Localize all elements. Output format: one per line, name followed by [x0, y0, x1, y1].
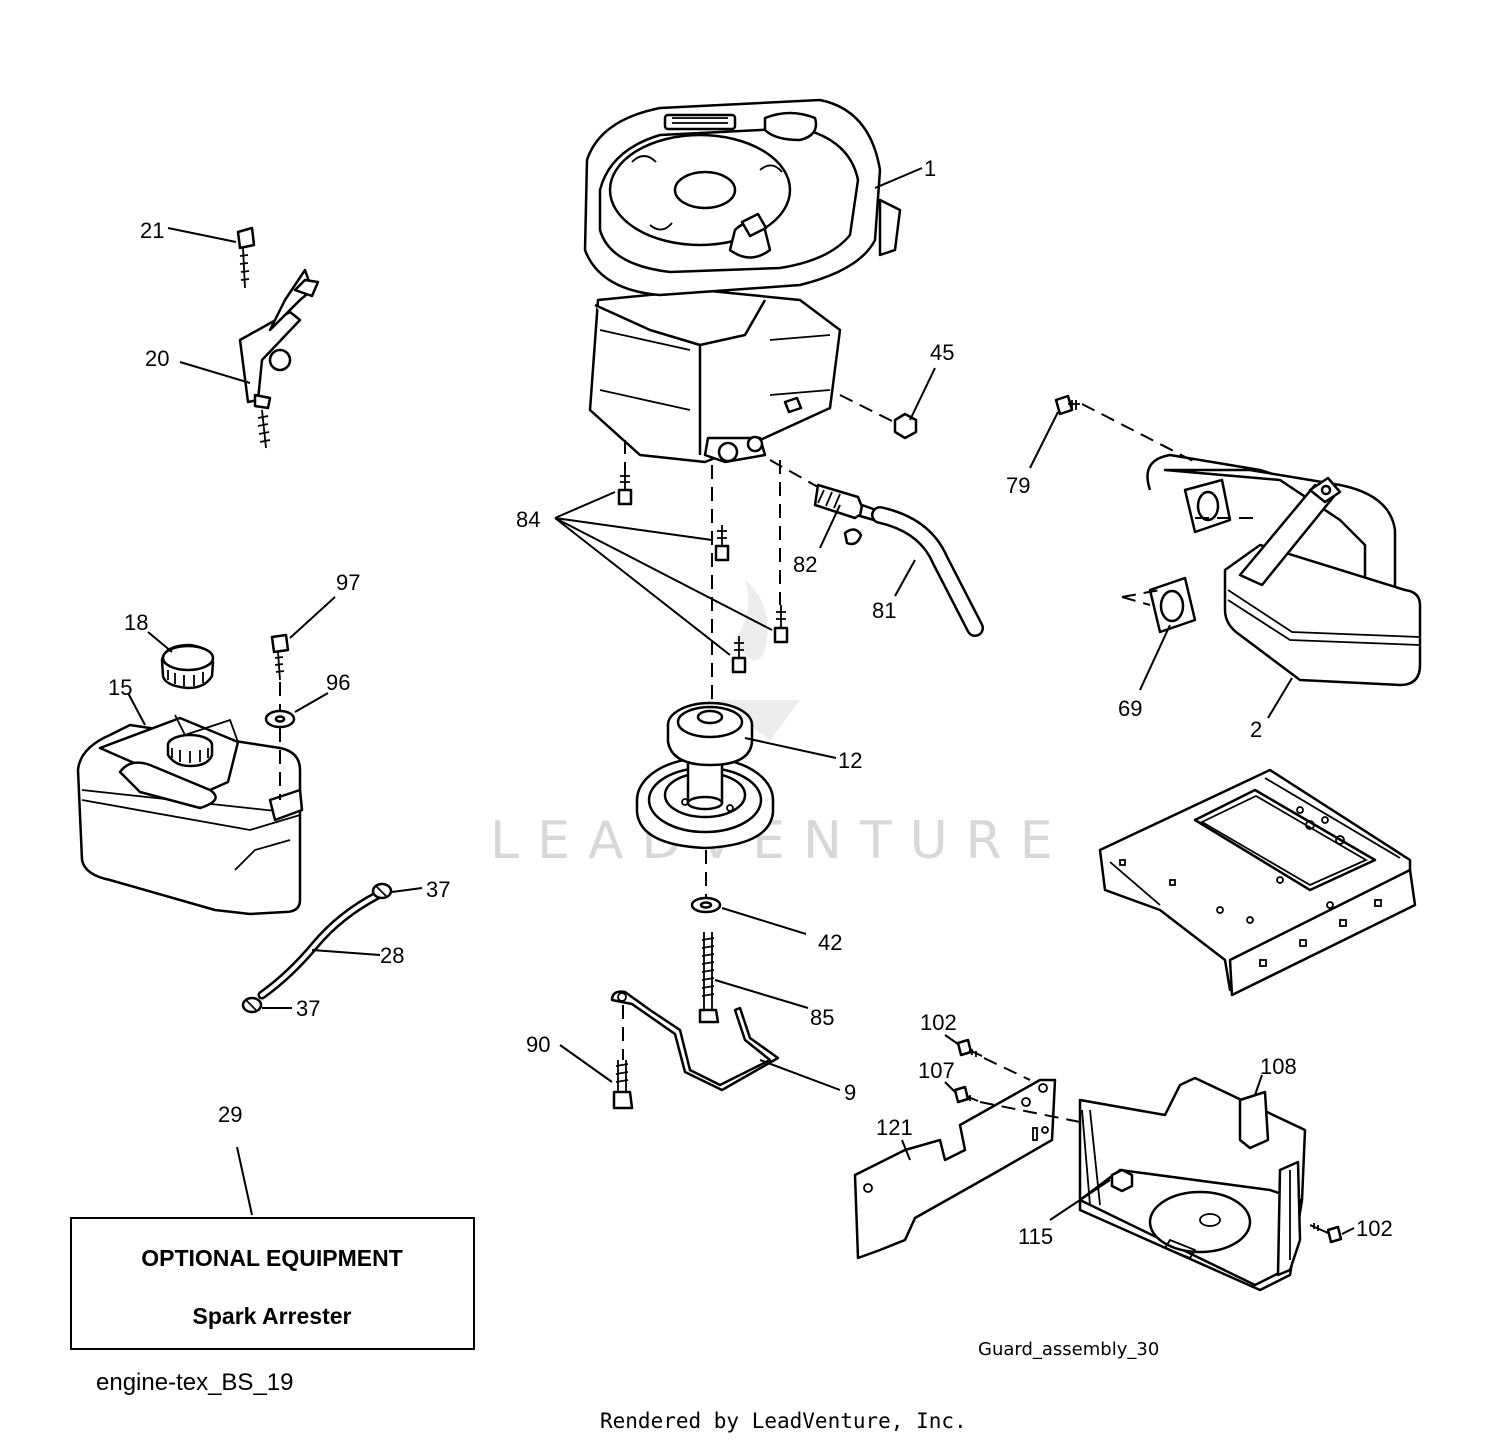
leader-121 [901, 1139, 911, 1161]
callout-9[interactable]: 9 [844, 1080, 856, 1105]
nut-part-45[interactable] [893, 412, 918, 440]
hose-clamp-part-37-lower[interactable] [241, 996, 263, 1014]
screw-part-102-lower[interactable] [1309, 1223, 1343, 1244]
fuel-line-part-28[interactable] [257, 890, 383, 1000]
leader-21 [167, 227, 237, 243]
spark-arrester-label: Spark Arrester [193, 1303, 352, 1329]
screw-part-21[interactable] [236, 226, 256, 289]
leader-102-upper [944, 1034, 959, 1045]
callout-45[interactable]: 45 [930, 340, 954, 365]
leader-107 [944, 1081, 956, 1093]
leader-9 [759, 1059, 841, 1091]
bolt-part-97[interactable] [270, 633, 290, 681]
bolt-part-84[interactable] [617, 470, 789, 674]
washer-part-42[interactable] [690, 896, 722, 914]
guard-assembly-caption: Guard_assembly_30 [978, 1339, 1159, 1360]
callout-15[interactable]: 15 [108, 675, 132, 700]
leader-1 [874, 167, 923, 189]
engine-part-1[interactable] [583, 98, 902, 464]
optional-equipment-title: OPTIONAL EQUIPMENT [141, 1245, 403, 1271]
bolt-79-centerline [1081, 403, 1196, 463]
callout-82[interactable]: 82 [793, 552, 817, 577]
bracket-part-9[interactable] [610, 990, 780, 1092]
callout-37-lower[interactable]: 37 [296, 996, 320, 1021]
watermark-text: LEADVENTURE [490, 811, 1071, 871]
callout-108[interactable]: 108 [1260, 1054, 1297, 1079]
screw-part-107[interactable] [953, 1085, 979, 1104]
hose-clamp-part-37-upper[interactable] [371, 882, 393, 900]
callout-37-upper[interactable]: 37 [426, 877, 450, 902]
callout-121[interactable]: 121 [876, 1115, 913, 1140]
leader-96 [294, 692, 329, 713]
leader-12 [744, 737, 837, 759]
bolt-part-90[interactable] [612, 1005, 634, 1110]
engine-diagram-caption: engine-tex_BS_19 [96, 1369, 293, 1396]
throttle-control-part-20[interactable] [238, 268, 320, 449]
gasket-part-69[interactable] [1148, 576, 1197, 634]
leader-115 [1049, 1179, 1111, 1221]
fuel-hose-part-81[interactable] [871, 506, 984, 637]
callout-12[interactable]: 12 [838, 748, 862, 773]
leader-37-upper [391, 887, 423, 893]
pulley-part-12[interactable] [635, 701, 775, 850]
leader-81 [894, 559, 916, 597]
callout-42[interactable]: 42 [818, 930, 842, 955]
fuel-cap-part-18[interactable] [160, 643, 215, 690]
leader-29 [236, 1146, 253, 1216]
callout-107[interactable]: 107 [918, 1058, 955, 1083]
callout-115[interactable]: 115 [1018, 1224, 1053, 1249]
optional-equipment-box: OPTIONAL EQUIPMENT Spark Arrester [70, 1217, 475, 1350]
leader-45 [909, 367, 936, 421]
leader-69 [1139, 624, 1171, 691]
callout-29[interactable]: 29 [218, 1102, 242, 1127]
leader-79 [1029, 411, 1059, 469]
callout-2[interactable]: 2 [1250, 717, 1262, 742]
gasket-centerline [1121, 517, 1255, 606]
leader-84 [554, 491, 773, 656]
callout-18[interactable]: 18 [124, 610, 148, 635]
leader-20 [179, 361, 251, 384]
fitting-part-82[interactable] [769, 459, 878, 546]
bolt-part-85[interactable] [698, 932, 720, 1024]
screw-102-centerline [983, 1057, 1031, 1081]
rendered-by-footer: Rendered by LeadVenture, Inc. [600, 1409, 967, 1433]
callout-1[interactable]: 1 [924, 156, 936, 181]
callout-28[interactable]: 28 [380, 943, 404, 968]
callout-84[interactable]: 84 [516, 507, 540, 532]
muffler-part-2[interactable] [1146, 453, 1422, 687]
guard-part-108[interactable] [1078, 1076, 1307, 1292]
leader-42 [721, 907, 807, 935]
callout-21[interactable]: 21 [140, 218, 164, 243]
leader-82 [819, 504, 841, 549]
callout-102-upper[interactable]: 102 [920, 1010, 957, 1035]
callout-97[interactable]: 97 [336, 570, 360, 595]
fuel-tank-part-15[interactable] [76, 714, 304, 916]
callout-102-lower[interactable]: 102 [1356, 1216, 1393, 1241]
leader-15 [127, 692, 146, 726]
callout-20[interactable]: 20 [145, 346, 169, 371]
nut-part-115[interactable] [1110, 1168, 1134, 1193]
leader-18 [147, 631, 173, 653]
leader-90 [559, 1044, 613, 1083]
bolt-part-79[interactable] [1054, 394, 1080, 416]
leader-102-lower [1341, 1227, 1355, 1235]
callout-96[interactable]: 96 [326, 670, 350, 695]
screw-part-102-upper[interactable] [956, 1038, 983, 1057]
guard-plate-part-121[interactable] [853, 1078, 1057, 1260]
engine-mounting-plate [1098, 768, 1417, 997]
nut-centerline [839, 394, 899, 425]
leader-28 [311, 949, 381, 956]
leader-85 [714, 979, 809, 1009]
callout-85[interactable]: 85 [810, 1005, 834, 1030]
washer-part-96[interactable] [264, 709, 296, 729]
callout-81[interactable]: 81 [872, 598, 896, 623]
leader-2 [1267, 677, 1293, 719]
callout-90[interactable]: 90 [526, 1032, 550, 1057]
leader-108 [1254, 1074, 1263, 1096]
callout-69[interactable]: 69 [1118, 696, 1142, 721]
callout-79[interactable]: 79 [1006, 473, 1030, 498]
leader-97 [289, 596, 336, 639]
